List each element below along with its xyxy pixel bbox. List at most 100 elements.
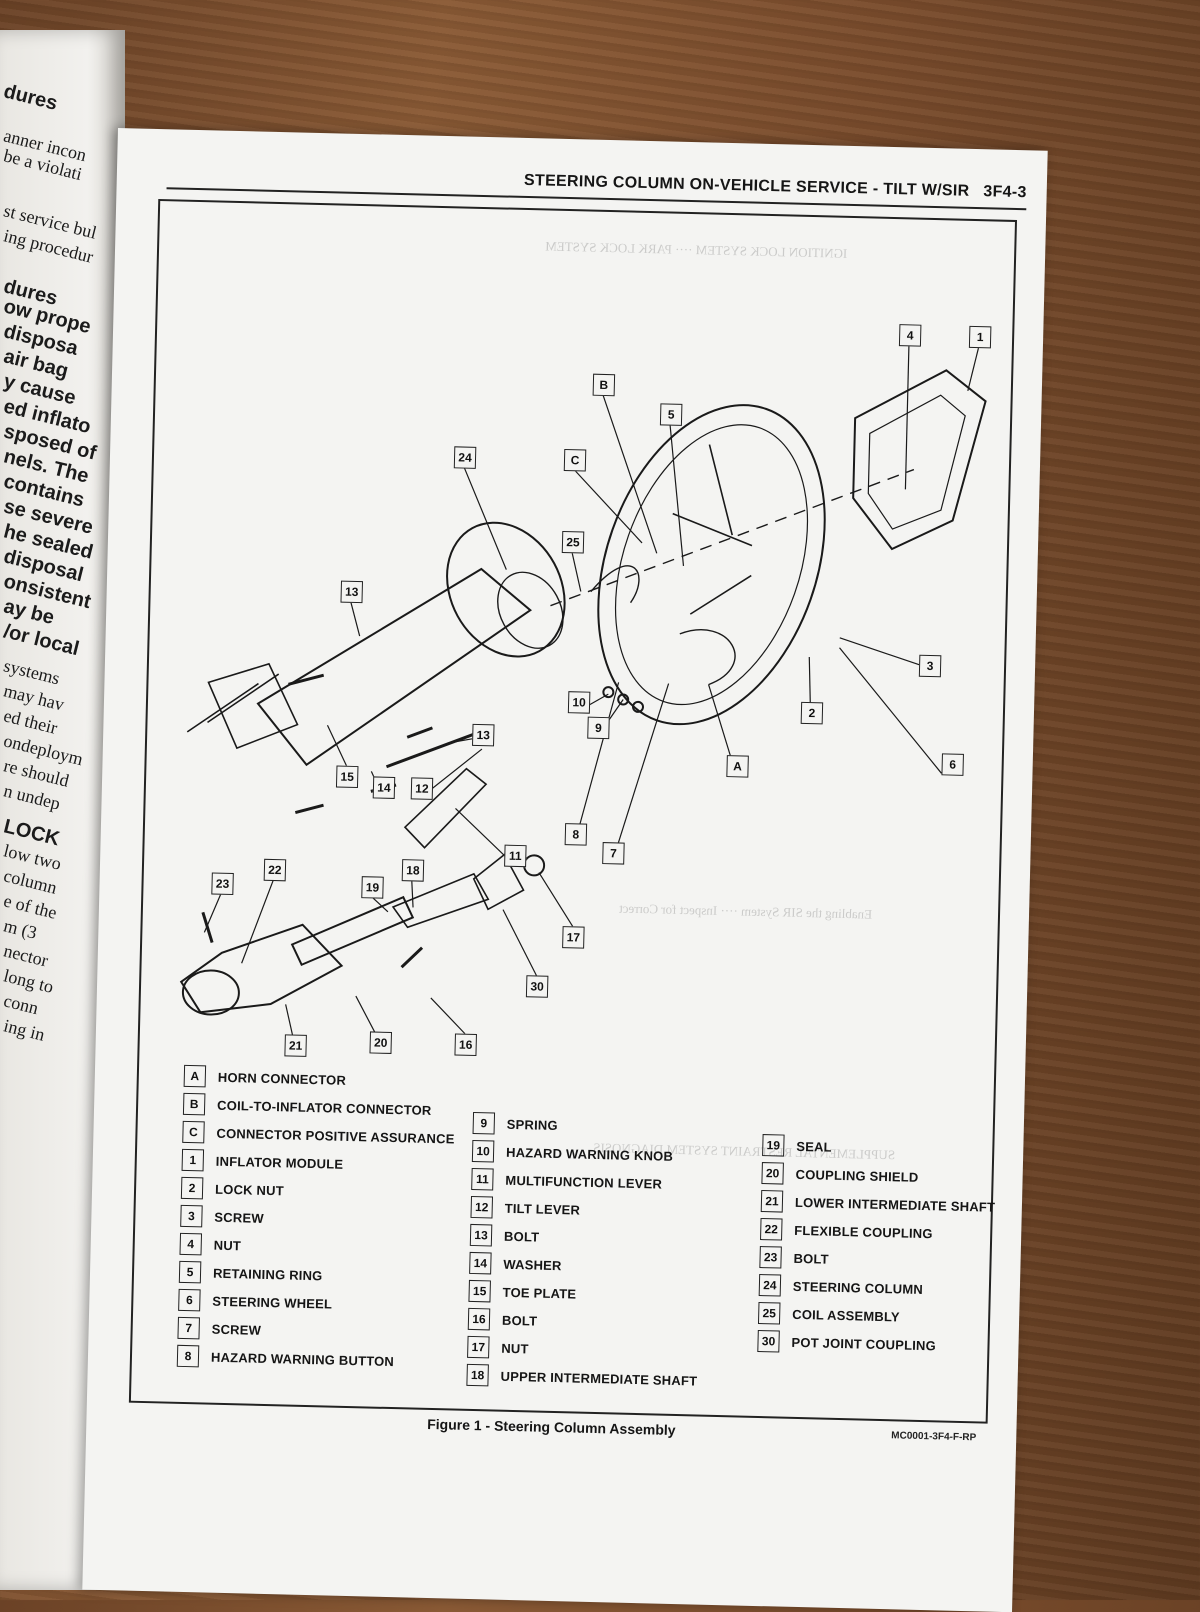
steering-column-exploded-diagram [179, 344, 987, 1045]
legend-label: STEERING COLUMN [792, 1278, 924, 1297]
callout-13: 13 [340, 580, 364, 604]
header-page-number: 3F4-3 [983, 183, 1027, 202]
callout-30: 30 [525, 975, 549, 998]
callout-21: 21 [284, 1034, 307, 1057]
steering-column-shape [256, 567, 532, 767]
callout-25: 25 [561, 530, 585, 554]
legend-label: STEERING WHEEL [212, 1293, 333, 1312]
callout-7: 7 [602, 842, 625, 865]
legend-item: 18 UPPER INTERMEDIATE SHAFT [466, 1361, 697, 1395]
callout-12: 12 [410, 777, 434, 800]
callout-18: 18 [401, 859, 425, 882]
legend-label: BOLT [503, 1228, 540, 1245]
legend-label: RETAINING RING [212, 1265, 323, 1283]
left-page-text-line: dures [1, 80, 60, 115]
legend-label: HAZARD WARNING KNOB [505, 1144, 674, 1164]
legend-code: 6 [178, 1288, 201, 1312]
callout-6: 6 [941, 753, 964, 776]
legend-code: 15 [468, 1279, 491, 1303]
legend-code: 11 [471, 1167, 494, 1191]
legend-code: 7 [177, 1316, 200, 1340]
callout-20: 20 [369, 1031, 392, 1054]
legend-label: TILT LEVER [504, 1200, 581, 1218]
legend-code: 9 [472, 1111, 496, 1135]
callout-14: 14 [372, 776, 396, 799]
callout-24: 24 [453, 446, 477, 469]
legend-label: BOLT [793, 1250, 829, 1267]
legend-label: LOWER INTERMEDIATE SHAFT [794, 1194, 996, 1215]
legend-code: 20 [761, 1162, 784, 1185]
legend-label: SEAL [796, 1138, 832, 1155]
legend-code: 23 [759, 1246, 782, 1269]
legend-label: UPPER INTERMEDIATE SHAFT [500, 1368, 698, 1389]
legend-label: HAZARD WARNING BUTTON [210, 1349, 395, 1369]
legend-label: LOCK NUT [214, 1181, 285, 1198]
left-page-text-line: ing in [1, 1015, 47, 1045]
legend-item: 8 HAZARD WARNING BUTTON [176, 1342, 450, 1377]
callout-5: 5 [659, 403, 683, 426]
legend-label: SPRING [506, 1116, 559, 1133]
legend-label: NUT [501, 1340, 529, 1356]
callout-17: 17 [562, 926, 585, 949]
lower-intermediate-shaft-shape [179, 923, 344, 1014]
callout-13-lower: 13 [472, 723, 495, 747]
legend-code: 19 [762, 1134, 785, 1157]
legend-column-1: A HORN CONNECTOR B COIL-TO-INFLATOR CONNEC… [176, 1062, 457, 1377]
legend-code: 18 [466, 1363, 489, 1387]
callout-8: 8 [564, 823, 588, 846]
manual-page: STEERING COLUMN ON-VEHICLE SERVICE - TIL… [82, 128, 1048, 1612]
callout-A: A [726, 755, 749, 778]
legend-label: HORN CONNECTOR [217, 1069, 347, 1088]
legend-code: 3 [180, 1204, 203, 1228]
legend-label: MULTIFUNCTION LEVER [505, 1172, 663, 1192]
legend-code: 8 [176, 1344, 200, 1368]
legend-item: 30 POT JOINT COUPLING [757, 1327, 992, 1361]
callout-11: 11 [504, 844, 527, 868]
legend-label: COIL-TO-INFLATOR CONNECTOR [216, 1097, 432, 1118]
legend-code: 10 [471, 1139, 495, 1163]
legend-label: COIL ASSEMBLY [792, 1306, 900, 1324]
legend-label: BOLT [501, 1312, 538, 1329]
legend-code: 4 [179, 1232, 203, 1256]
legend-code: B [182, 1092, 206, 1116]
callout-1: 1 [968, 325, 992, 349]
callout-B: B [592, 373, 616, 397]
callout-2: 2 [800, 701, 824, 725]
callout-4: 4 [898, 324, 922, 347]
callout-19: 19 [361, 876, 384, 899]
callout-23: 23 [211, 872, 234, 896]
callout-10: 10 [567, 691, 591, 714]
header-title: STEERING COLUMN ON-VEHICLE SERVICE - TIL… [523, 171, 970, 200]
legend-label: SCREW [211, 1321, 262, 1338]
callout-3: 3 [918, 654, 942, 678]
legend-code: 22 [760, 1218, 783, 1241]
legend-label: TOE PLATE [502, 1284, 577, 1302]
legend-code: 12 [470, 1195, 494, 1219]
legend-column-2: 9 SPRING 10 HAZARD WARNING KNOB 11 MULTIFUN… [466, 1109, 703, 1395]
legend-label: NUT [213, 1237, 242, 1253]
callout-16: 16 [454, 1033, 477, 1057]
legend-label: FLEXIBLE COUPLING [794, 1222, 933, 1241]
legend-code: 30 [757, 1329, 780, 1353]
parts-legend: A HORN CONNECTOR B COIL-TO-INFLATOR CONNEC… [131, 1061, 996, 1412]
legend-code: 21 [760, 1190, 784, 1213]
legend-label: POT JOINT COUPLING [791, 1334, 937, 1353]
legend-code: 2 [180, 1176, 204, 1200]
inflator-module-shape [852, 369, 987, 551]
figure-code: MC0001-3F4-F-RP [891, 1430, 977, 1444]
legend-code: 17 [467, 1335, 490, 1359]
legend-label: SCREW [214, 1209, 264, 1226]
figure-frame: 4 1 B 5 24 C 25 13 3 10 9 2 13 A 6 15 14… [128, 199, 1018, 1424]
callout-C: C [563, 448, 587, 472]
callout-15: 15 [335, 765, 359, 789]
legend-code: 16 [467, 1307, 491, 1331]
legend-code: 5 [178, 1260, 202, 1284]
legend-code: 13 [469, 1223, 493, 1247]
legend-label: WASHER [503, 1256, 562, 1273]
legend-label: CONNECTOR POSITIVE ASSURANCE [216, 1125, 455, 1147]
callout-9: 9 [587, 716, 610, 740]
legend-code: A [183, 1064, 207, 1088]
legend-code: 14 [469, 1251, 492, 1275]
legend-code: 1 [181, 1148, 205, 1172]
legend-code: 24 [758, 1274, 782, 1297]
